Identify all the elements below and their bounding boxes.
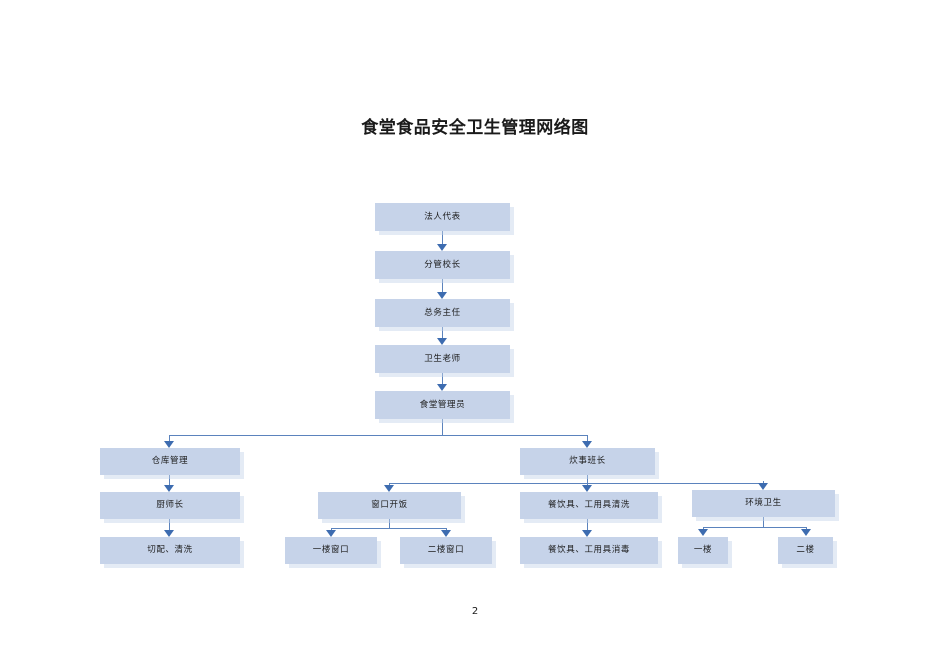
bus-level6	[389, 483, 764, 484]
org-node-n10: 餐饮具、工用具清洗	[520, 492, 658, 519]
page-title: 食堂食品安全卫生管理网络图	[361, 118, 589, 138]
v-n2-n3	[442, 279, 443, 293]
arrow-to-n8	[164, 485, 174, 492]
org-node-n12: 切配、清洗	[100, 537, 240, 564]
org-node-n5: 食堂管理员	[375, 391, 510, 419]
arrow-to-n16	[698, 529, 708, 536]
arrow-to-n14	[441, 530, 451, 537]
v-n8-n12	[169, 519, 170, 530]
v-n10-n15	[587, 519, 588, 530]
org-node-n8: 厨师长	[100, 492, 240, 519]
v-bus4-n17	[806, 527, 807, 529]
org-node-n11: 环境卫生	[692, 490, 835, 517]
org-node-n6: 仓库管理	[100, 448, 240, 475]
v-bus-n6	[169, 435, 170, 442]
v-n5-bus	[442, 419, 443, 435]
v-n3-n4	[442, 327, 443, 339]
org-node-n4: 卫生老师	[375, 345, 510, 373]
v-n7-bus2	[587, 475, 588, 483]
arrow-to-n7	[582, 441, 592, 448]
org-node-n9: 窗口开饭	[318, 492, 461, 519]
v-bus3-n13	[331, 528, 332, 530]
arrow-to-n13	[326, 530, 336, 537]
v-bus3-n14	[446, 528, 447, 530]
v-bus2-n9	[389, 483, 390, 486]
bus-level5	[169, 435, 588, 436]
v-n1-n2	[442, 231, 443, 245]
page-number: 2	[471, 606, 479, 617]
org-node-n2: 分管校长	[375, 251, 510, 279]
org-node-n17: 二楼	[778, 537, 833, 564]
arrow-to-n11	[758, 483, 768, 490]
v-bus2-n10	[587, 483, 588, 486]
arrow-to-n15	[582, 530, 592, 537]
v-n4-n5	[442, 373, 443, 385]
arrow-to-n9	[384, 485, 394, 492]
org-node-n3: 总务主任	[375, 299, 510, 327]
v-n6-n8	[169, 475, 170, 486]
arrow-to-n2	[437, 244, 447, 251]
arrow-to-n17	[801, 529, 811, 536]
org-node-n16: 一楼	[678, 537, 728, 564]
arrow-to-n4	[437, 338, 447, 345]
org-node-n14: 二楼窗口	[400, 537, 492, 564]
bus-floor	[703, 527, 807, 528]
arrow-to-n10	[582, 485, 592, 492]
arrow-to-n6	[164, 441, 174, 448]
org-node-n15: 餐饮具、工用具消毒	[520, 537, 658, 564]
arrow-to-n5	[437, 384, 447, 391]
v-bus2-n11	[763, 481, 764, 484]
org-node-n13: 一楼窗口	[285, 537, 377, 564]
v-n11-bus4	[763, 517, 764, 527]
arrow-to-n12	[164, 530, 174, 537]
bus-window	[331, 528, 447, 529]
v-bus4-n16	[703, 527, 704, 529]
v-bus-n7	[587, 435, 588, 442]
org-node-n1: 法人代表	[375, 203, 510, 231]
arrow-to-n3	[437, 292, 447, 299]
v-n9-bus3	[389, 519, 390, 528]
org-node-n7: 炊事班长	[520, 448, 655, 475]
